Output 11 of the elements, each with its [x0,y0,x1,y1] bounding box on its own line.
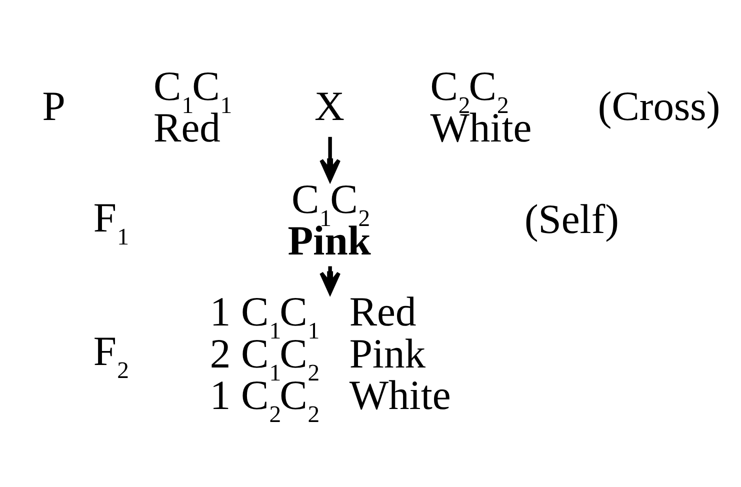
label: (Cross) [598,83,720,130]
label: (Self) [524,196,619,242]
arrow [320,136,341,182]
node-text: 1 C$_{1}$C$_{1}$ Red 2 C$_{1}$C$_{2}$ Pink 1 C$_{2}$C$_{2}$ White [210,288,451,428]
label: P [42,83,66,130]
label: F$_{1}$ [93,194,130,250]
node-text: X [314,83,344,130]
label: F$_{2}$ [93,328,130,384]
node-text: C$_{1}$C$_{2}$ Pink [288,176,371,264]
node-text: C$_{1}$C$_{1}$ Red [154,63,232,151]
node-text: C$_{2}$C$_{2}$ White [430,63,532,151]
